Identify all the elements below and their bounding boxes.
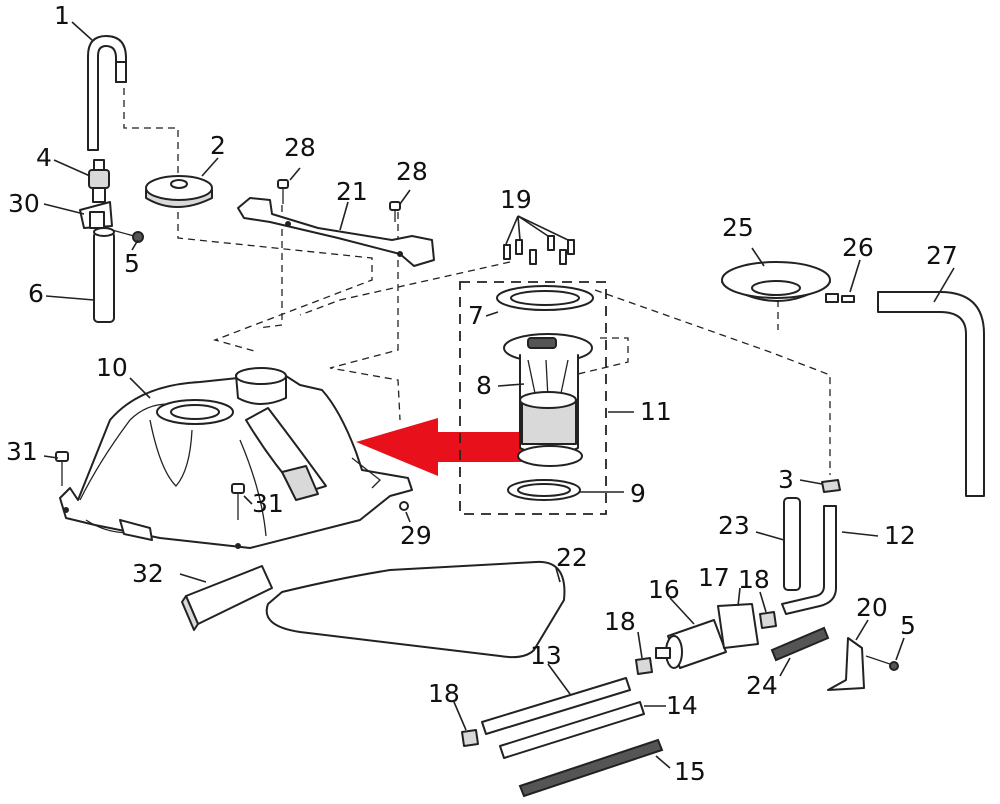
part-19-screws [503, 215, 575, 265]
callout-8: 8 [476, 371, 492, 400]
part-24-spring [770, 626, 830, 662]
callout-27: 27 [926, 241, 958, 270]
part-22-pad [265, 560, 566, 659]
part-15-spring-sleeve [518, 738, 664, 798]
callout-2: 2 [210, 131, 226, 160]
callout-1: 1 [54, 1, 70, 30]
part-32-foam-block [181, 565, 273, 631]
part-26-nipple [825, 293, 855, 303]
part-4-fitting [88, 159, 110, 203]
callout-22: 22 [556, 543, 588, 572]
part-2-filler-cap [145, 175, 213, 208]
part-31-bolt-b [231, 483, 245, 520]
callout-17: 17 [698, 563, 730, 592]
callout-5-left: 5 [124, 249, 140, 278]
part-5-bolt-left [111, 229, 144, 243]
callout-28-b: 28 [396, 157, 428, 186]
callout-31-a: 31 [6, 437, 38, 466]
part-20-bracket [827, 637, 899, 691]
callout-18-b: 18 [738, 565, 770, 594]
callout-5-right: 5 [900, 611, 916, 640]
part-6-hose [93, 227, 115, 323]
callout-7: 7 [468, 301, 484, 330]
callout-numbers: 1 2 4 30 5 6 28 28 21 19 25 26 27 7 10 8… [6, 1, 958, 786]
part-21-bracket [237, 197, 435, 267]
callout-11: 11 [640, 397, 672, 426]
part-14-hose [499, 701, 645, 759]
callout-32: 32 [132, 559, 164, 588]
callout-10: 10 [96, 353, 128, 382]
part-8-fuel-pump [503, 333, 593, 467]
callout-28-a: 28 [284, 133, 316, 162]
callout-26: 26 [842, 233, 874, 262]
callout-21: 21 [336, 177, 368, 206]
part-28-bolt-b [389, 201, 401, 222]
part-30-clamp [79, 201, 113, 229]
part-18-clamp-c [461, 729, 479, 747]
part-1-vent-hose [87, 35, 127, 151]
part-11-pump-assembly-box [459, 281, 607, 515]
part-23-pipe [783, 497, 801, 591]
callout-15: 15 [674, 757, 706, 786]
callout-6: 6 [28, 279, 44, 308]
callout-20: 20 [856, 593, 888, 622]
callout-18-a: 18 [604, 607, 636, 636]
part-27-hose [877, 291, 985, 497]
callout-30: 30 [8, 189, 40, 218]
highlight-arrow [356, 418, 528, 476]
part-18-clamp-b [759, 611, 777, 629]
part-7-gasket-ring [496, 285, 594, 311]
part-28-bolt-a [277, 179, 289, 204]
part-29-grommet [399, 501, 409, 511]
callout-23: 23 [718, 511, 750, 540]
callout-29: 29 [400, 521, 432, 550]
part-10-fuel-tank [59, 367, 413, 549]
part-12-bent-pipe [781, 505, 837, 615]
part-16-fuel-filter [655, 619, 727, 669]
callout-16: 16 [648, 575, 680, 604]
leader-lines [43, 21, 955, 769]
part-31-bolt-a [55, 451, 69, 486]
callout-14: 14 [666, 691, 698, 720]
part-9-lock-ring [507, 479, 581, 501]
assembly-dashed-lines [123, 88, 831, 475]
callout-31-b: 31 [252, 489, 284, 518]
part-3-nut [821, 479, 841, 493]
callout-9: 9 [630, 479, 646, 508]
callout-3: 3 [778, 465, 794, 494]
callout-12: 12 [884, 521, 916, 550]
part-17-fitting [717, 603, 759, 649]
callout-24: 24 [746, 671, 778, 700]
callout-18-c: 18 [428, 679, 460, 708]
callout-13: 13 [530, 641, 562, 670]
part-18-clamp-a [635, 657, 653, 675]
callout-25: 25 [722, 213, 754, 242]
part-25-filler-funnel [721, 261, 831, 302]
callout-19: 19 [500, 185, 532, 214]
part-13-hose [481, 677, 631, 735]
callout-4: 4 [36, 143, 52, 172]
